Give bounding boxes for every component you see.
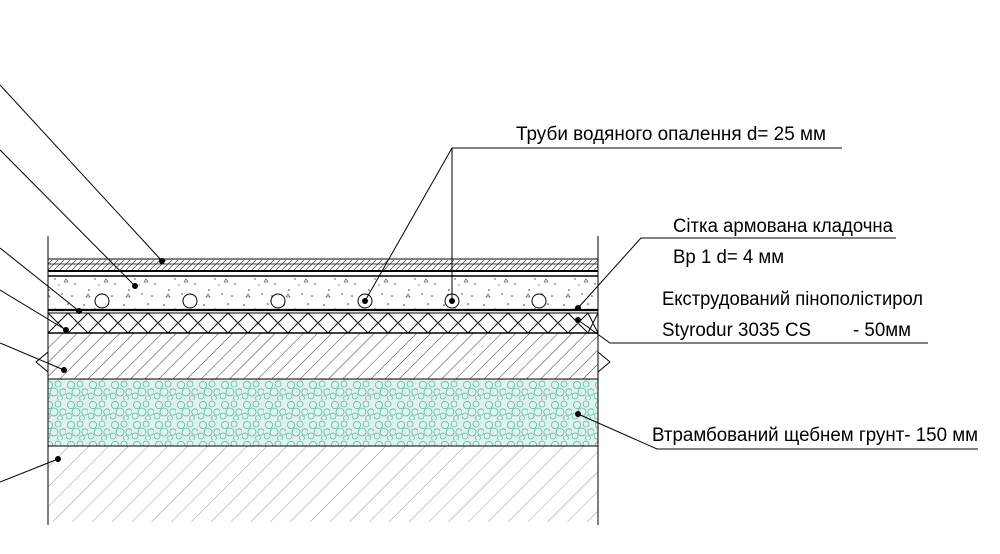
compacted-layer bbox=[48, 333, 598, 379]
mesh-leader-dot bbox=[575, 305, 581, 311]
left-leaders bbox=[0, 84, 163, 483]
layer-lines bbox=[47, 236, 599, 525]
finish-layer bbox=[48, 260, 598, 271]
insulation-leader bbox=[577, 319, 928, 344]
insulation-label-thickness: - 50мм bbox=[853, 320, 911, 341]
break-marks bbox=[35, 351, 611, 373]
gravel-leader-dot bbox=[575, 411, 581, 417]
insulation-leader-dot bbox=[575, 317, 581, 323]
mesh-leader bbox=[577, 237, 896, 309]
gravel-leader bbox=[577, 413, 978, 450]
screed-layer bbox=[48, 276, 598, 310]
gravel-layer bbox=[48, 379, 598, 446]
insulation-label-line1: Екструдований пінополістирол bbox=[662, 289, 923, 310]
mesh-label-line1: Сітка армована кладочна bbox=[673, 216, 893, 237]
soil-layer bbox=[48, 446, 598, 522]
insulation-layer bbox=[47, 312, 599, 334]
gravel-label: Втрамбований щебнем грунт- 150 мм bbox=[652, 425, 978, 446]
pipe-leader bbox=[364, 147, 842, 302]
mesh-label-line2: Вр 1 d= 4 мм bbox=[673, 247, 784, 268]
insulation-label-name: Styrodur 3035 CS bbox=[662, 320, 811, 341]
heating-pipes bbox=[94, 293, 547, 309]
pipes-label: Труби водяного опалення d= 25 мм bbox=[516, 124, 826, 145]
left-leader-dots bbox=[55, 258, 165, 462]
